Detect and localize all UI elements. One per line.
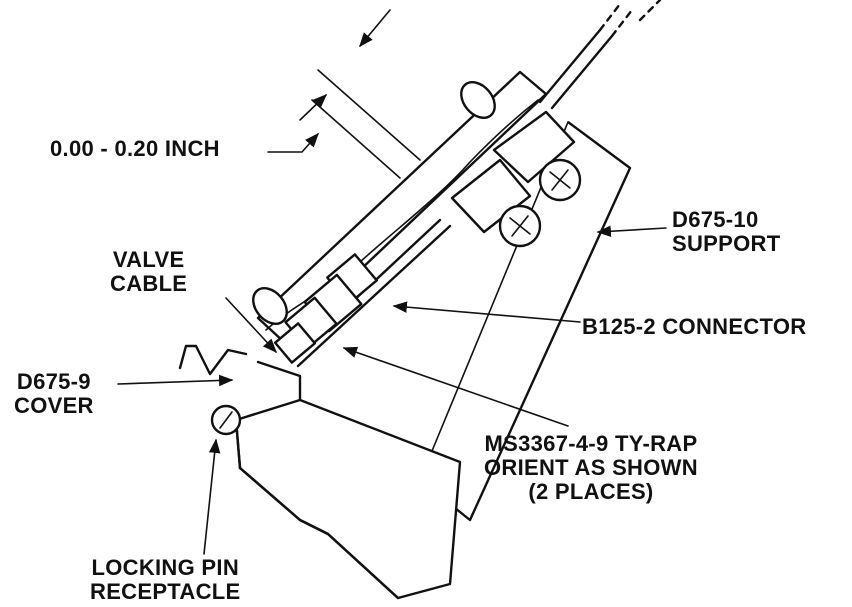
leader-lines: [117, 132, 667, 555]
locking-pin-label: LOCKING PIN RECEPTACLE: [90, 555, 241, 604]
dimension-lines: [299, 9, 421, 179]
support-label: D675-10 SUPPORT: [672, 207, 781, 256]
cable-clamps: [450, 110, 582, 248]
connector-body: [273, 253, 378, 364]
clamp-screw-upper: [538, 158, 582, 202]
housing: [210, 398, 462, 600]
valve-cable-label: VALVE CABLE: [110, 247, 188, 296]
tyrap-label: MS3367-4-9 TY-RAP ORIENT AS SHOWN (2 PLA…: [484, 431, 698, 504]
cover-label: D675-9 COVER: [14, 369, 94, 418]
clamp-screw-lower: [498, 204, 542, 248]
locking-pin-screw: [210, 404, 242, 436]
dimension-label: 0.00 - 0.20 INCH: [50, 136, 220, 161]
connector-label: B125-2 CONNECTOR: [582, 314, 807, 339]
